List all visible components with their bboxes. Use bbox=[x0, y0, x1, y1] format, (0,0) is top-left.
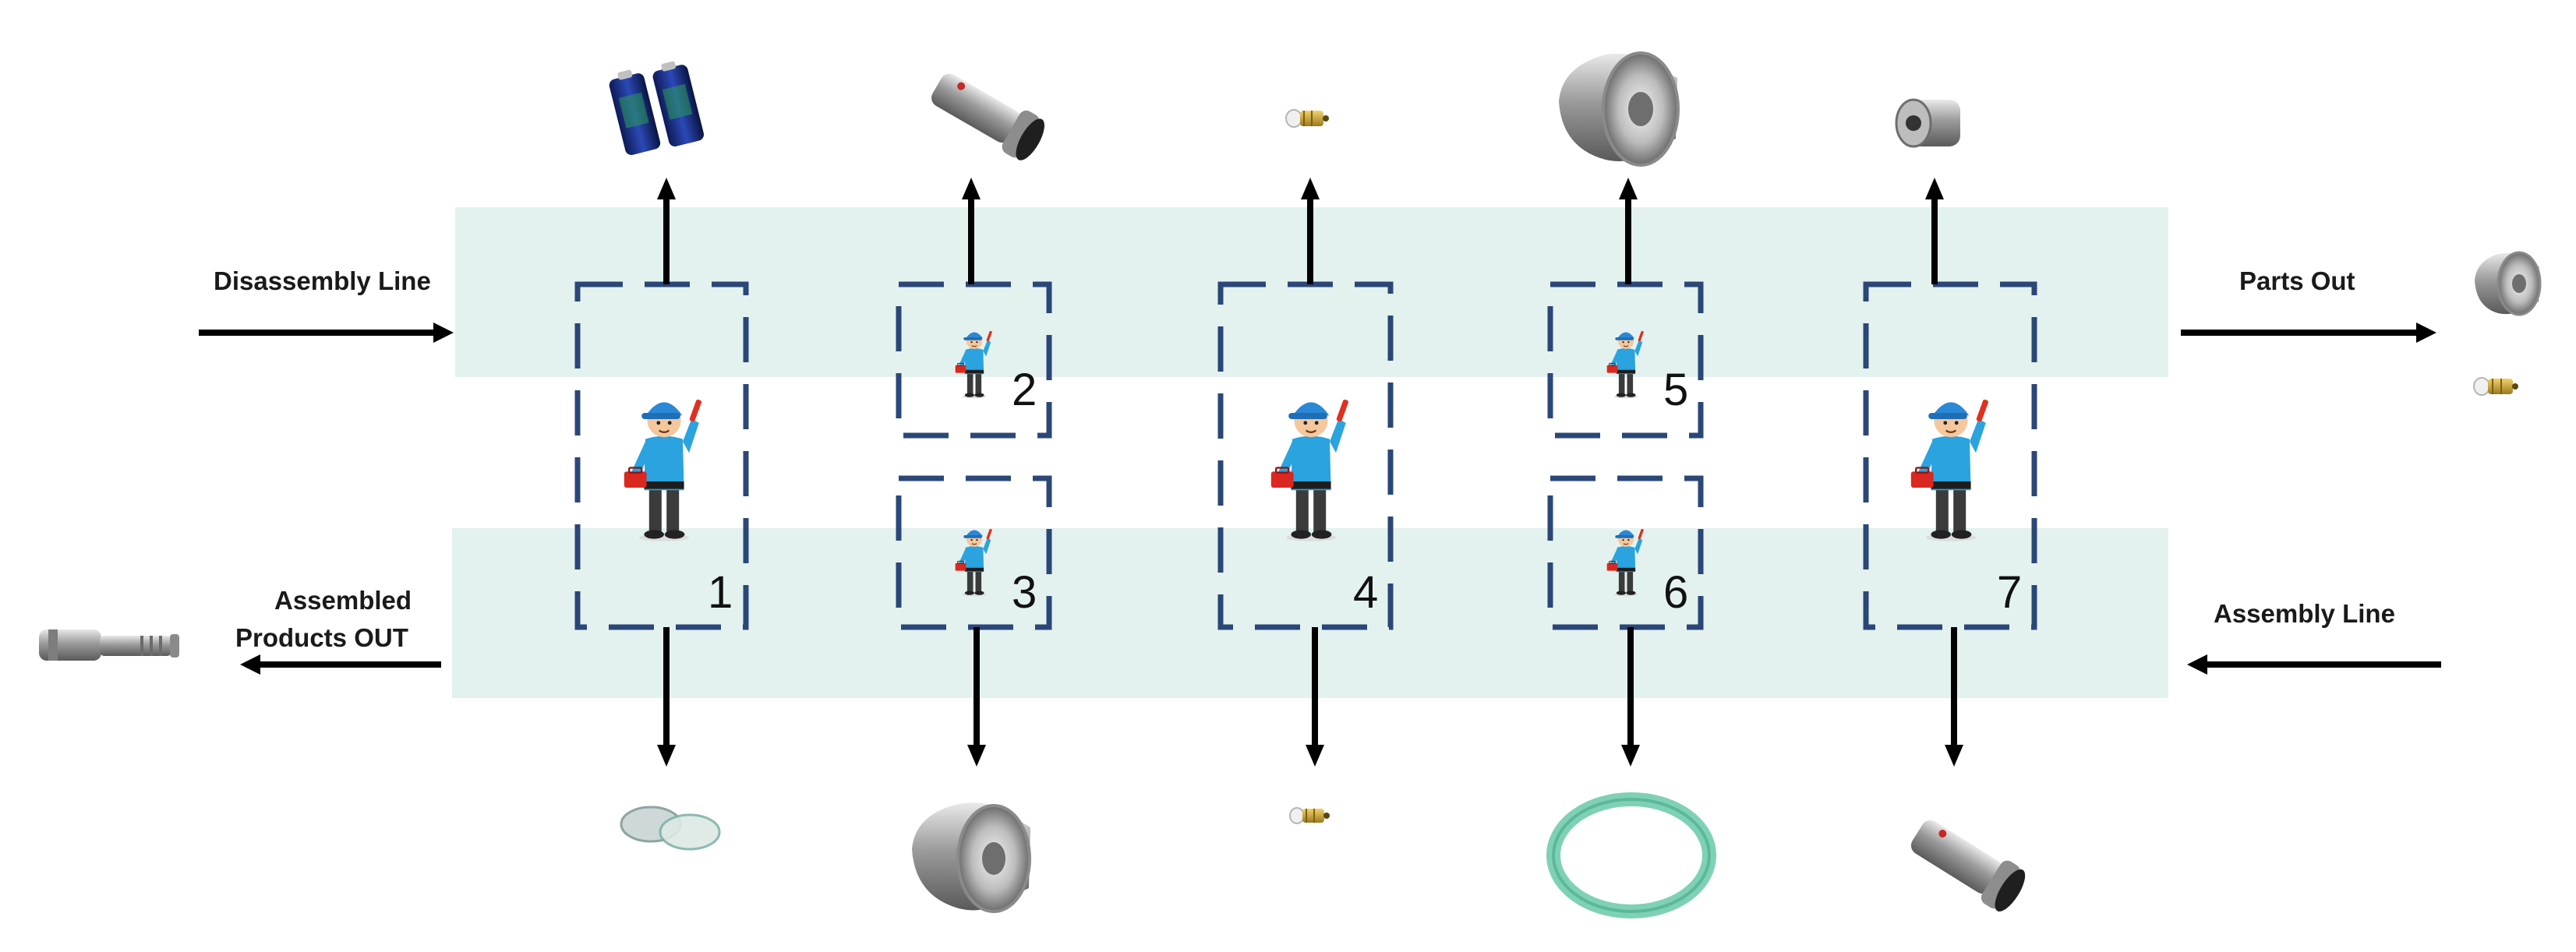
disassembly-in-arrow bbox=[199, 323, 454, 343]
station-box-4 bbox=[1217, 281, 1394, 630]
station-box-6 bbox=[1547, 475, 1704, 630]
small-bulb-icon bbox=[2473, 377, 2518, 396]
station-box-7 bbox=[1863, 281, 2037, 630]
part-up-arrow bbox=[962, 178, 981, 284]
station-box-1 bbox=[574, 281, 749, 630]
assembly-in-arrow bbox=[2187, 654, 2441, 675]
rubber-oring-icon bbox=[1546, 792, 1716, 919]
station-number-1: 1 bbox=[708, 567, 733, 618]
part-down-arrow bbox=[1621, 627, 1640, 767]
part-down-arrow bbox=[1306, 627, 1324, 767]
small-bulb-icon bbox=[1289, 807, 1330, 824]
part-down-arrow bbox=[1945, 627, 1963, 767]
part-down-arrow bbox=[657, 627, 676, 767]
station-number-4: 4 bbox=[1353, 567, 1378, 618]
worker-icon bbox=[623, 397, 703, 542]
station-number-2: 2 bbox=[1012, 365, 1037, 415]
reflector-icon bbox=[2475, 251, 2542, 316]
assembled-out-arrow bbox=[240, 654, 441, 675]
part-up-arrow bbox=[657, 178, 676, 284]
part-up-arrow bbox=[1925, 178, 1944, 284]
station-number-3: 3 bbox=[1012, 567, 1037, 618]
assembled-label-line2: Products OUT bbox=[235, 623, 408, 652]
reflector-icon bbox=[1559, 51, 1680, 167]
small-bulb-icon bbox=[1285, 109, 1329, 128]
lens-cap-icon bbox=[1895, 98, 1960, 148]
part-down-arrow bbox=[967, 627, 986, 767]
parts-out-label: Parts Out bbox=[2239, 266, 2355, 295]
worker-icon bbox=[1270, 397, 1350, 542]
reflector-icon bbox=[912, 802, 1031, 913]
station-number-6: 6 bbox=[1663, 567, 1688, 618]
flashlight-tube-icon bbox=[1910, 820, 2026, 911]
assembly-lane bbox=[452, 528, 2168, 698]
assembled-label-line1: Assembled bbox=[274, 586, 412, 615]
station-number-7: 7 bbox=[1997, 567, 2022, 618]
parts-out-arrow bbox=[2181, 323, 2436, 343]
glass-lens-icon bbox=[620, 806, 721, 851]
flashlight-icon bbox=[39, 629, 179, 661]
batteries-icon bbox=[609, 61, 705, 155]
station-number-5: 5 bbox=[1663, 365, 1688, 415]
part-up-arrow bbox=[1619, 178, 1638, 284]
flashlight-body-icon bbox=[931, 73, 1044, 160]
disassembly-line-label: Disassembly Line bbox=[214, 266, 431, 295]
worker-icon bbox=[1910, 397, 1990, 542]
part-up-arrow bbox=[1301, 178, 1320, 284]
assembly-line-label: Assembly Line bbox=[2214, 599, 2395, 628]
